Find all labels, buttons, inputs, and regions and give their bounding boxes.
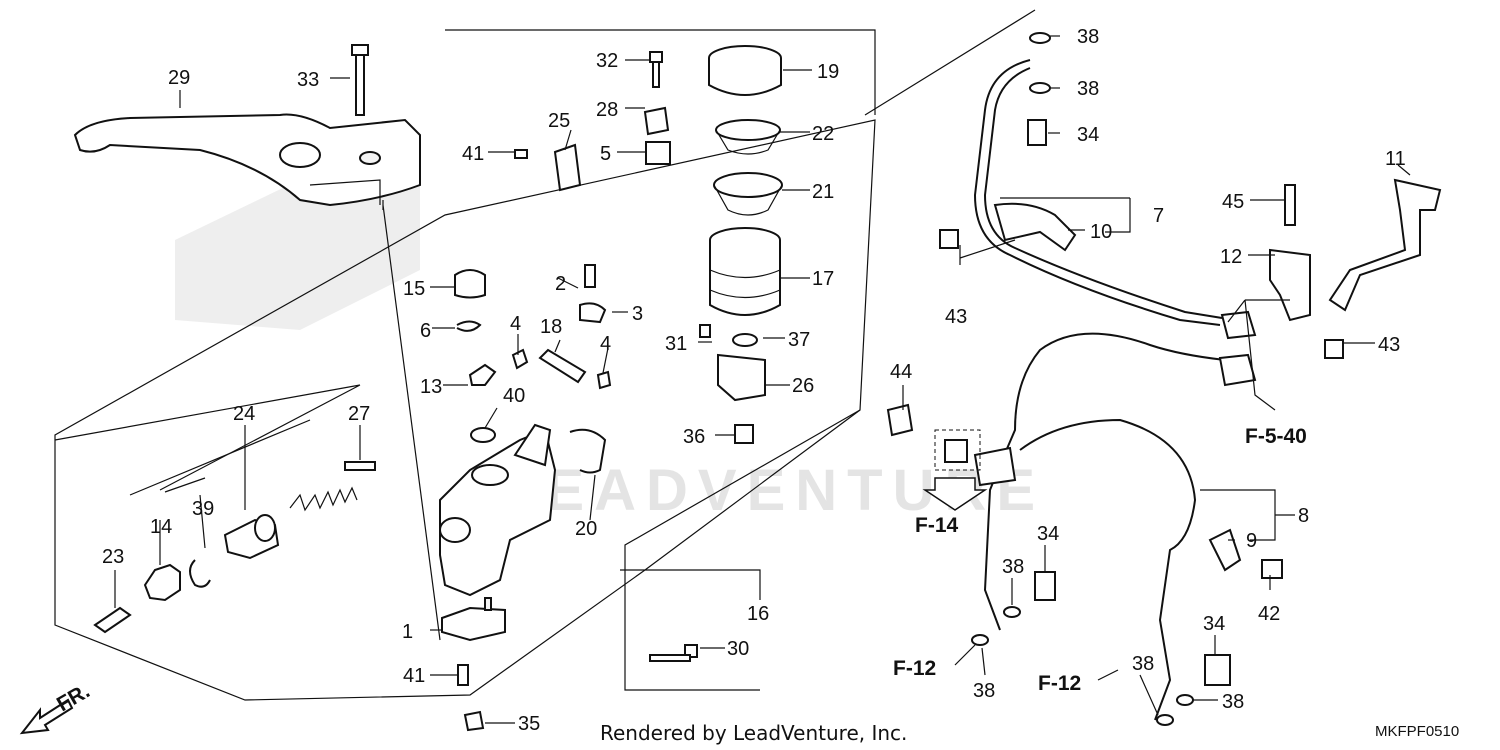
callout-4b: 4 xyxy=(600,333,611,355)
callout-27: 27 xyxy=(348,403,370,425)
lower-brake-hose xyxy=(973,418,1197,721)
callout-25: 25 xyxy=(548,110,570,132)
callout-6: 6 xyxy=(420,320,431,342)
callout-20: 20 xyxy=(575,518,597,540)
reference-f-12-right: F-12 xyxy=(1038,672,1081,695)
reference-f-12-left: F-12 xyxy=(893,657,936,680)
callout-21: 21 xyxy=(812,181,834,203)
callout-14: 14 xyxy=(150,516,172,538)
callout-2: 2 xyxy=(555,273,566,295)
callout-23: 23 xyxy=(102,546,124,568)
callout-24: 24 xyxy=(233,403,255,425)
piston-kit xyxy=(223,514,280,560)
callout-5: 5 xyxy=(600,143,611,165)
reservoir-hose xyxy=(538,348,587,384)
reservoir-cap xyxy=(708,45,782,96)
callout-33: 33 xyxy=(297,69,319,91)
boot xyxy=(143,563,181,602)
callout-17: 17 xyxy=(812,268,834,290)
master-cylinder-group-box xyxy=(54,29,876,701)
callout-22: 22 xyxy=(812,123,834,145)
callout-3: 3 xyxy=(632,303,643,325)
hose-clamp-bracket xyxy=(569,428,607,474)
callout-43b: 43 xyxy=(1378,334,1400,356)
push-rod xyxy=(344,461,376,471)
callout-28: 28 xyxy=(596,99,618,121)
callout-8: 8 xyxy=(1298,505,1309,527)
callout-19: 19 xyxy=(817,61,839,83)
reference-arrow-f14 xyxy=(922,477,988,511)
adjuster-pin xyxy=(93,606,132,634)
callout-1: 1 xyxy=(402,621,413,643)
circlip xyxy=(189,559,211,588)
callout-37: 37 xyxy=(788,329,810,351)
diagram-code: MKFPF0510 xyxy=(1375,723,1459,740)
callout-34b: 34 xyxy=(1037,523,1059,545)
callout-43a: 43 xyxy=(945,306,967,328)
hose-bracket-11 xyxy=(1328,178,1442,312)
callout-36: 36 xyxy=(683,426,705,448)
callout-13: 13 xyxy=(420,376,442,398)
reservoir-bracket xyxy=(717,353,766,402)
honda-watermark-logo xyxy=(175,170,420,330)
callout-11: 11 xyxy=(1385,148,1406,170)
brake-lever xyxy=(73,113,421,207)
callout-32: 32 xyxy=(596,50,618,72)
callout-39: 39 xyxy=(192,498,214,520)
front-direction-arrow-icon xyxy=(19,698,74,735)
callout-41a: 41 xyxy=(462,143,484,165)
callout-41b: 41 xyxy=(403,665,425,687)
dashed-reference-box xyxy=(934,429,981,471)
footer-credit: Rendered by LeadVenture, Inc. xyxy=(600,721,907,745)
callout-9: 9 xyxy=(1246,530,1257,552)
callout-40: 40 xyxy=(503,385,525,407)
middle-brake-hose xyxy=(999,332,1257,466)
lever-pivot-bolt xyxy=(351,44,369,116)
diaphragm xyxy=(713,172,783,216)
callout-26: 26 xyxy=(792,375,814,397)
reference-f-14: F-14 xyxy=(915,514,959,537)
master-cylinder-body xyxy=(439,423,557,597)
callout-38e: 38 xyxy=(1132,653,1154,675)
callout-42: 42 xyxy=(1258,603,1280,625)
diaphragm-plate xyxy=(715,119,781,155)
callout-7: 7 xyxy=(1153,205,1164,227)
reference-f-5-40: F-5-40 xyxy=(1245,425,1307,448)
callout-38f: 38 xyxy=(1222,691,1244,713)
upper-brake-hose xyxy=(973,59,1257,340)
callout-38b: 38 xyxy=(1077,78,1099,100)
callout-4a: 4 xyxy=(510,313,521,335)
callout-15: 15 xyxy=(403,278,425,300)
callout-44: 44 xyxy=(890,361,912,383)
callout-38d: 38 xyxy=(973,680,995,702)
brake-light-switch xyxy=(441,597,506,642)
callout-29: 29 xyxy=(168,67,190,89)
joint-bolts xyxy=(886,32,1344,726)
hose-clamp xyxy=(993,202,1077,252)
callout-35: 35 xyxy=(518,713,540,735)
callout-31: 31 xyxy=(665,333,687,355)
callout-10: 10 xyxy=(1090,221,1112,243)
leader-lines xyxy=(54,35,1411,724)
callout-45: 45 xyxy=(1222,191,1244,213)
callout-34c: 34 xyxy=(1203,613,1225,635)
callout-numbers: 1 2 3 4 4 5 6 7 8 9 10 11 12 13 14 15 16… xyxy=(102,26,1406,735)
hose-bracket-12 xyxy=(1269,248,1311,322)
brake-fluid-reservoir xyxy=(709,227,781,316)
callout-38a: 38 xyxy=(1077,26,1099,48)
callout-30: 30 xyxy=(727,638,749,660)
callout-12: 12 xyxy=(1220,246,1242,268)
return-spring xyxy=(289,486,358,512)
brake-hose-group-box xyxy=(624,9,1036,691)
callout-18: 18 xyxy=(540,316,562,338)
callout-34a: 34 xyxy=(1077,124,1099,146)
callout-16: 16 xyxy=(747,603,769,625)
callout-38c: 38 xyxy=(1002,556,1024,578)
